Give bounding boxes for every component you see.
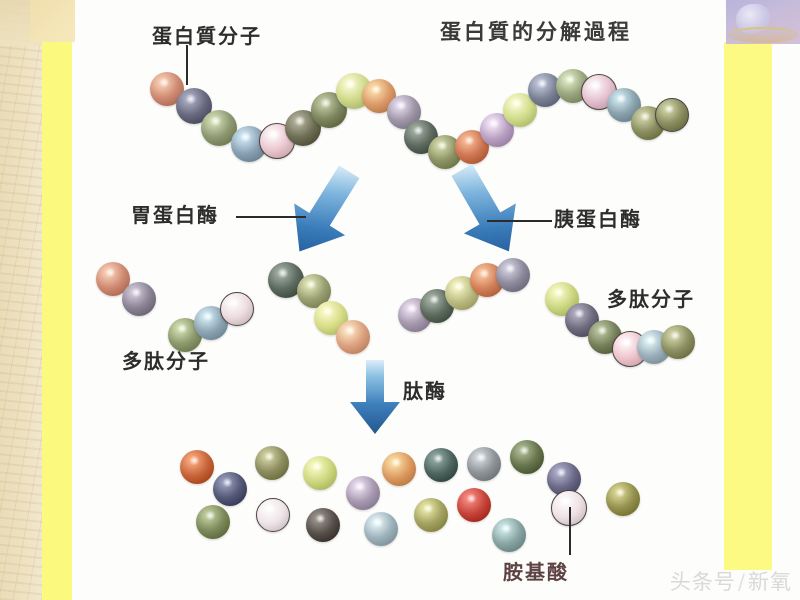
protein-chain-bead <box>259 123 295 159</box>
label-amino-acid: 胺基酸 <box>503 560 569 584</box>
top-left-tan-patch <box>30 0 75 42</box>
polypeptide-right-b-bead <box>661 325 695 359</box>
amino-acid-bead <box>256 498 290 532</box>
amino-acid-bead <box>196 505 230 539</box>
left-texture-border <box>0 0 42 600</box>
amino-acid-bead <box>255 446 289 480</box>
polypeptide-right-a-bead <box>496 258 530 292</box>
amino-acid-bead <box>510 440 544 474</box>
corner-photo-fragment <box>726 0 800 44</box>
polypeptide-left-b-bead <box>220 292 254 326</box>
amino-acid-bead <box>306 508 340 542</box>
polypeptide-right-b-bead <box>565 303 599 337</box>
watermark: 头条号/新氧 <box>670 566 792 596</box>
amino-acid-bead <box>424 448 458 482</box>
label-polypeptide-right: 多肽分子 <box>607 287 695 311</box>
arrow-trypsin-icon <box>451 163 516 252</box>
arrow-pepsin-icon <box>294 165 360 252</box>
protein-chain-bead <box>503 93 537 127</box>
label-peptidase: 肽酶 <box>403 379 447 403</box>
amino-acid-bead <box>606 482 640 516</box>
polypeptide-middle-bead <box>336 320 370 354</box>
leader-line-trypsin <box>487 220 552 222</box>
watermark-account: 头条号 <box>669 570 736 594</box>
amino-acid-bead <box>382 452 416 486</box>
right-yellow-band <box>724 42 772 570</box>
polypeptide-left-a-bead <box>122 282 156 316</box>
label-polypeptide-left: 多肽分子 <box>122 349 210 373</box>
page-title: 蛋白質的分解過程 <box>440 19 632 44</box>
watermark-separator: / <box>737 570 746 594</box>
amino-acid-bead <box>303 456 337 490</box>
amino-acid-bead <box>414 498 448 532</box>
amino-acid-bead <box>457 488 491 522</box>
amino-acid-bead <box>364 512 398 546</box>
arrow-peptidase-icon <box>350 360 400 434</box>
amino-acid-bead <box>213 472 247 506</box>
label-protein-molecule: 蛋白質分子 <box>152 24 262 48</box>
amino-acid-bead <box>492 518 526 552</box>
amino-acid-bead <box>180 450 214 484</box>
watermark-brand: 新氧 <box>748 570 792 594</box>
amino-acid-bead <box>346 476 380 510</box>
amino-acid-bead <box>467 447 501 481</box>
corner-photo-swirl <box>728 27 798 43</box>
leader-line-protein <box>186 45 188 85</box>
label-pepsin: 胃蛋白酶 <box>131 203 219 227</box>
protein-chain-bead <box>655 98 689 132</box>
leader-line-pepsin <box>236 216 306 218</box>
left-yellow-band <box>42 42 72 600</box>
label-trypsin: 胰蛋白酶 <box>554 207 642 231</box>
protein-chain-bead <box>404 120 438 154</box>
leader-line-amino-acid <box>569 507 571 555</box>
